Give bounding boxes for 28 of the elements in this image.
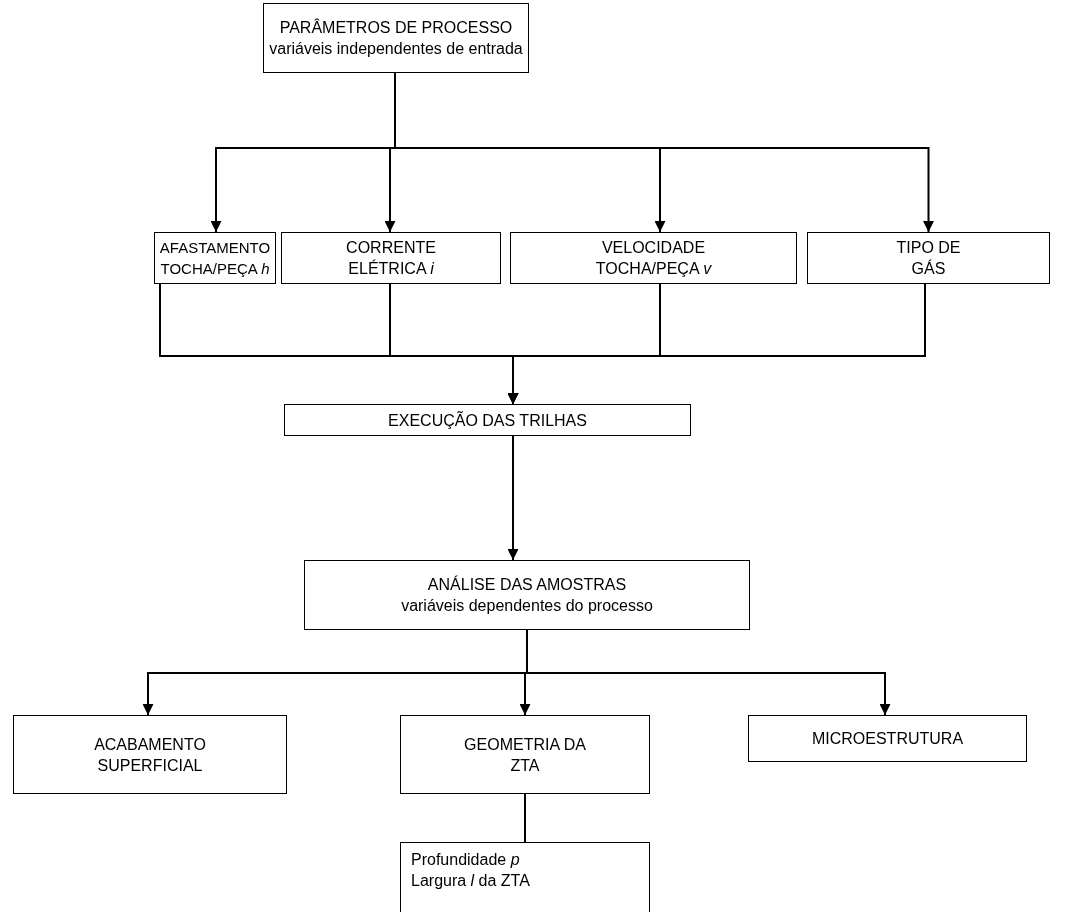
- box-text: Largura l da ZTA: [411, 871, 530, 891]
- box-text: CORRENTE ELÉTRICA i: [345, 238, 437, 279]
- subtitle-text: variáveis independentes de entrada: [269, 39, 523, 59]
- box-text: GEOMETRIA DA ZTA: [463, 734, 587, 776]
- box-text: Profundidade p: [411, 850, 520, 870]
- arrow: [507, 283, 926, 405]
- parameter-box: [748, 715, 1027, 762]
- result-box: [400, 842, 650, 912]
- parameter-box: [400, 715, 650, 794]
- subtitle-text: variáveis dependentes do processo: [401, 596, 653, 616]
- process-box: [304, 560, 750, 630]
- connector-line: [524, 793, 526, 843]
- parameter-box: [154, 232, 276, 284]
- box-text: AFASTAMENTO TOCHA/PEÇA h: [158, 238, 272, 279]
- box-text: EXECUÇÃO DAS TRILHAS: [388, 410, 587, 431]
- process-box: [284, 404, 691, 436]
- parameter-box: [807, 232, 1050, 284]
- parameter-box: [281, 232, 501, 284]
- process-box: [263, 3, 529, 73]
- box-text: ANÁLISE DAS AMOSTRAS: [427, 574, 627, 595]
- box-text: VELOCIDADE TOCHA/PEÇA v: [594, 238, 713, 279]
- parameter-box: [13, 715, 287, 794]
- parameter-box: [510, 232, 797, 284]
- box-text: TIPO DE GÁS: [895, 238, 962, 279]
- box-text: MICROESTRUTURA: [811, 729, 964, 749]
- box-text: ACABAMENTO SUPERFICIAL: [93, 734, 207, 776]
- arrow: [507, 435, 519, 561]
- box-text: PARÂMETROS DE PROCESSO: [279, 17, 513, 38]
